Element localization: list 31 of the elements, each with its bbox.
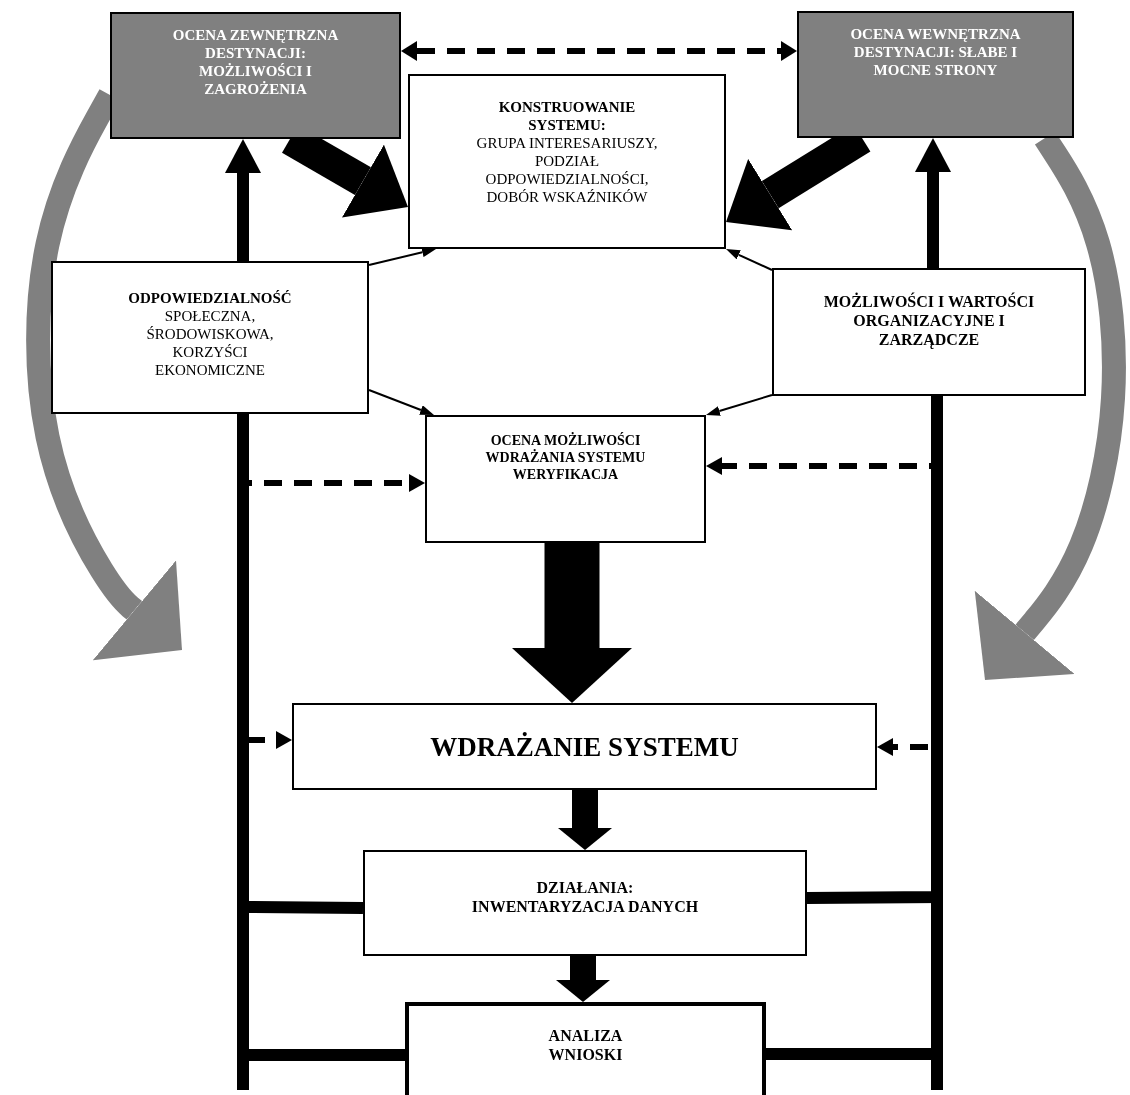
process-box (772, 268, 1086, 396)
arrow (401, 41, 797, 61)
box-heading: OCENA WEWNĘTRZNA DESTYNACJI: SŁABE I MOCNE STRONY (849, 25, 1022, 79)
assessment-box (110, 12, 401, 139)
block-arrow (558, 790, 612, 850)
arrow (726, 249, 773, 271)
process-box (405, 1002, 766, 1095)
arrow (368, 389, 434, 415)
arrow (915, 138, 951, 268)
box-heading: WDRAŻANIE SYSTEMU (430, 731, 739, 764)
block-arrow (512, 543, 632, 703)
box-heading: OCENA MOŻLIWOŚCI WDRAŻANIA SYSTEMU WERYFIKACJA (484, 433, 647, 484)
process-box (425, 415, 706, 543)
process-box (51, 261, 369, 414)
arrow (368, 247, 436, 266)
box-heading: MOŻLIWOŚCI I WARTOŚCI ORGANIZACYJNE I ZARZĄDCZE (822, 292, 1036, 350)
arrow (225, 139, 261, 261)
arrow (706, 394, 773, 416)
box-heading: DZIAŁANIA: INWENTARYZACJA DANYCH (470, 878, 700, 917)
assessment-box (797, 11, 1074, 138)
block-arrow (556, 956, 610, 1002)
process-box (363, 850, 807, 956)
box-text: GRUPA INTERESARIUSZY, PODZIAŁ ODPOWIEDZIALNOŚCI, DOBÓR WSKAŹNIKÓW (475, 134, 659, 206)
box-heading: ANALIZA WNIOSKI (547, 1026, 624, 1065)
curved-arrow (26, 89, 182, 661)
box-text: SPOŁECZNA, ŚRODOWISKOWA, KORZYŚCI EKONOMICZNE (145, 307, 275, 379)
box-heading: KONSTRUOWANIE SYSTEMU: (497, 98, 637, 134)
process-box (292, 703, 877, 790)
box-heading: OCENA ZEWNĘTRZNA DESTYNACJI: MOŻLIWOŚCI I ZAGROŻENIA (171, 26, 340, 98)
process-box (408, 74, 726, 249)
box-heading: ODPOWIEDZIALNOŚĆ (128, 289, 292, 307)
